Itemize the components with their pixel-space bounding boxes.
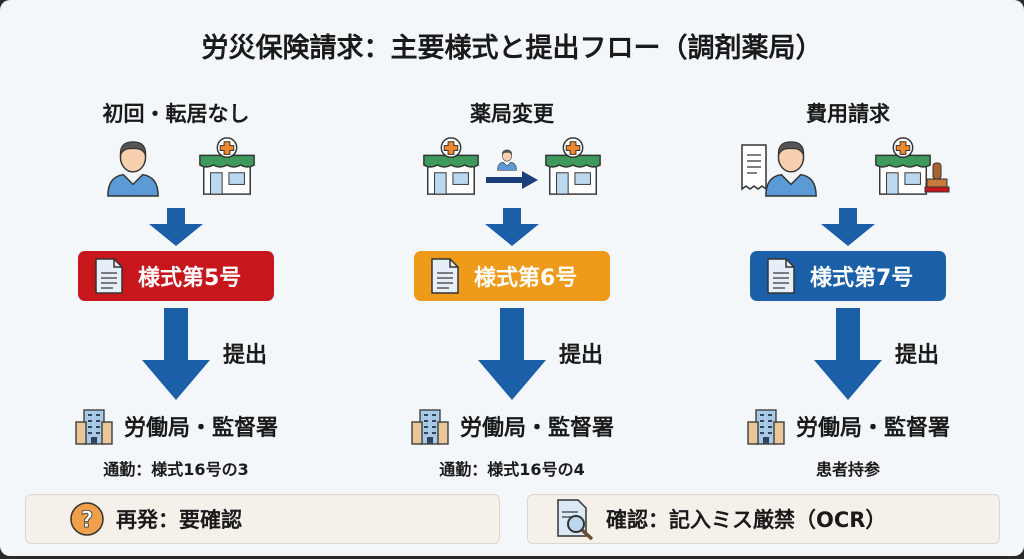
document-icon [94,257,124,295]
building-icon [746,406,786,446]
note-ocr-check: 確認：記入ミス厳禁（OCR） [527,494,1000,544]
svg-text:?: ? [81,508,94,533]
office: 労働局・監督署 [688,406,1008,446]
document-icon [766,257,796,295]
arrow-down-icon [814,308,882,400]
note-text: 確認：記入ミス厳禁（OCR） [606,508,887,532]
arrow-down-icon [821,208,875,246]
form-badge: 様式第5号 [78,251,274,301]
pharmacy-icon [196,135,258,197]
note-recurrence: ? 再発：要確認 [25,494,500,544]
page-title: 労災保険請求：主要様式と提出フロー（調剤薬局） [201,33,823,64]
column-heading: 薬局変更 [470,102,554,126]
patient-icon [762,135,820,197]
form-badge: 様式第7号 [750,251,946,301]
arrow-down-icon [485,208,539,246]
arrow-right-icon [486,171,538,189]
column-pharmacy-change: 薬局変更 様式第6号 提出 労働局・監督署 通勤：様式16号の4 [352,0,672,480]
column-initial: 初回・転居なし 様式第5号 提出 労働局・監督署 通勤：様式16号の3 [16,0,336,480]
form-label: 様式第7号 [810,266,914,291]
arrow-down-icon [149,208,203,246]
submit-label: 提出 [223,343,268,368]
office-label: 労働局・監督署 [459,416,614,441]
office-label: 労働局・監督署 [123,416,278,441]
receipt-icon [741,144,767,191]
submit-label: 提出 [559,343,604,368]
office-label: 労働局・監督署 [795,416,950,441]
document-search-icon [557,499,594,540]
column-note: 患者持参 [815,460,880,479]
column-expense-claim: 費用請求 様式第7号 提出 労働局・監督署 患者持参 [688,0,1008,480]
pharmacy-icon [542,135,604,197]
office: 労働局・監督署 [16,406,336,446]
column-heading: 初回・転居なし [102,102,250,126]
stamp-icon [924,162,950,193]
form-label: 様式第5号 [138,266,242,291]
building-icon [74,406,114,446]
pharmacist-icon [496,147,518,171]
form-badge: 様式第6号 [414,251,610,301]
column-note: 通勤：様式16号の3 [103,460,249,479]
column-note: 通勤：様式16号の4 [439,460,585,479]
arrow-down-icon [478,308,546,400]
question-icon: ? [70,502,104,536]
office: 労働局・監督署 [352,406,672,446]
form-label: 様式第6号 [474,266,578,291]
patient-icon [104,135,162,197]
pharmacy-icon [420,135,482,197]
building-icon [410,406,450,446]
column-heading: 費用請求 [806,102,890,126]
note-text: 再発：要確認 [116,508,242,532]
document-icon [430,257,460,295]
submit-label: 提出 [895,343,940,368]
arrow-down-icon [142,308,210,400]
